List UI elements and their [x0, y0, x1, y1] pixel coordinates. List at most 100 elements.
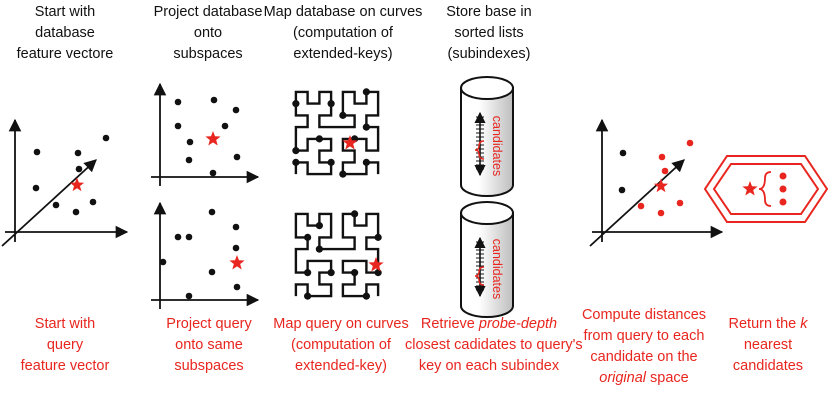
caption-line: closest cadidates to query's	[405, 337, 583, 353]
query-star-icon	[742, 181, 758, 196]
caption-emphasis: k	[800, 316, 808, 332]
data-point	[174, 98, 182, 106]
data-point	[327, 158, 335, 166]
data-point	[362, 158, 370, 166]
data-point	[89, 198, 97, 206]
data-point	[221, 122, 229, 130]
caption-line: Start with	[34, 316, 96, 332]
data-point	[292, 158, 300, 166]
curly-brace-icon	[474, 140, 485, 160]
caption-line: original space	[578, 368, 710, 389]
caption-line: candidates	[732, 358, 804, 374]
caption-line: onto	[193, 25, 223, 41]
caption-compute-distances: Compute distances from query to each can…	[578, 305, 710, 389]
caption-project-database: Project database onto subspaces	[138, 2, 278, 65]
query-star-icon	[342, 135, 358, 150]
curly-brace-icon	[758, 171, 772, 207]
caption-line: from query to each	[583, 328, 705, 344]
candidate-point	[779, 172, 787, 180]
data-point	[315, 245, 323, 253]
candidate-point	[686, 139, 694, 147]
candidate-point	[676, 199, 684, 207]
data-point	[362, 292, 370, 300]
cylinder-top	[460, 76, 514, 100]
result-octagon	[703, 155, 829, 223]
query-star-icon	[69, 177, 85, 192]
data-point	[209, 169, 217, 177]
data-point	[374, 233, 382, 241]
candidates-label: candidates	[490, 116, 504, 176]
caption-line: onto same	[175, 337, 243, 353]
caption-line: subspaces	[173, 46, 243, 62]
cylinders-layer: candidates candidates	[460, 76, 514, 318]
data-point	[232, 244, 240, 252]
data-point	[339, 170, 347, 178]
caption-text: space	[646, 370, 689, 386]
z-axis	[589, 159, 685, 247]
caption-query-vector: Start with query feature vector	[5, 314, 125, 377]
data-point	[233, 153, 241, 161]
data-point	[315, 135, 323, 143]
caption-line: (computation of	[293, 25, 393, 41]
data-point	[185, 292, 193, 300]
caption-line: Return the k	[712, 314, 824, 335]
candidate-point	[779, 198, 787, 206]
caption-project-query: Project query onto same subspaces	[148, 314, 270, 377]
caption-line: key on each subindex	[418, 358, 560, 374]
caption-line: query	[46, 337, 84, 353]
candidate-point	[637, 202, 645, 210]
query-star-icon	[229, 255, 245, 270]
data-point	[208, 208, 216, 216]
data-point	[327, 100, 335, 108]
data-point	[374, 269, 382, 277]
caption-line: sorted lists	[454, 25, 524, 41]
cylinder-top	[460, 201, 514, 225]
data-point	[232, 106, 240, 114]
caption-map-database: Map database on curves (computation of e…	[262, 2, 424, 65]
octagon-inner	[712, 163, 820, 215]
data-point	[52, 201, 60, 209]
caption-line: Project query	[166, 316, 252, 332]
caption-database-vector: Start with database feature vectore	[5, 2, 125, 65]
data-point	[351, 269, 359, 277]
caption-line: Compute distances	[581, 307, 707, 323]
cylinder-body	[460, 212, 514, 318]
caption-emphasis: original	[599, 370, 646, 386]
data-point	[327, 269, 335, 277]
caption-line: extended-keys)	[293, 46, 393, 62]
caption-line: subspaces	[174, 358, 244, 374]
caption-emphasis: probe-depth	[478, 316, 558, 332]
data-point	[619, 149, 627, 157]
data-point	[618, 186, 626, 194]
candidate-point	[661, 167, 669, 175]
data-point	[362, 123, 370, 131]
data-point	[304, 269, 312, 277]
data-point	[232, 223, 240, 231]
cylinder-body	[460, 87, 514, 197]
candidate-point	[657, 209, 665, 217]
data-point	[315, 222, 323, 230]
caption-text: Retrieve	[420, 316, 479, 332]
data-point	[72, 208, 80, 216]
data-point	[185, 156, 193, 164]
caption-line: Retrieve probe-depth	[405, 314, 573, 335]
candidates-label: candidates	[490, 239, 504, 299]
data-point	[174, 122, 182, 130]
data-point	[362, 88, 370, 96]
caption-retrieve: Retrieve probe-depth closest cadidates t…	[405, 314, 583, 377]
curly-brace-icon	[474, 266, 485, 286]
caption-line: (computation of	[291, 337, 391, 353]
subindex-cylinder: candidates	[460, 76, 514, 197]
caption-line: database	[35, 25, 95, 41]
axes-layer	[1, 82, 724, 309]
caption-line: Map database on curves	[263, 4, 423, 20]
data-point	[74, 149, 82, 157]
subindex-cylinder: candidates	[460, 201, 514, 318]
points-layer	[32, 88, 694, 300]
curves-layer	[294, 90, 380, 298]
caption-map-query: Map query on curves (computation of exte…	[267, 314, 415, 377]
query-star-icon	[653, 178, 669, 193]
data-point	[351, 210, 359, 218]
data-point	[339, 111, 347, 119]
